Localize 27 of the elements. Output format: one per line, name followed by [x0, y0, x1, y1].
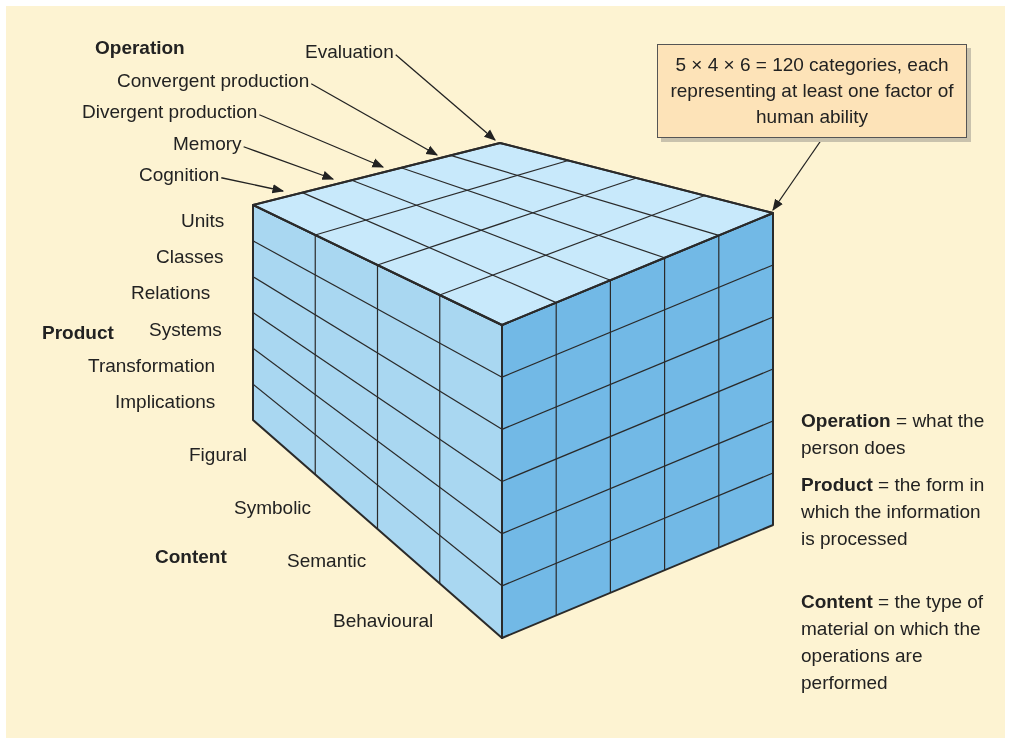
leader-line	[243, 146, 335, 180]
leader-line	[258, 114, 385, 168]
leader-line	[220, 177, 285, 194]
operation-label: Cognition	[139, 161, 220, 188]
axis-title: Content	[155, 545, 227, 569]
operation-label: Divergent production	[82, 98, 258, 125]
leader-line	[772, 139, 822, 211]
leader-line	[310, 83, 438, 156]
definition-text: Operation = what the person does	[801, 409, 986, 460]
axis-title: Operation	[95, 36, 185, 60]
definition-text: Product = the form in which the information is processed	[801, 473, 986, 551]
content-label: Semantic	[287, 549, 367, 573]
product-label: Units	[181, 209, 225, 233]
operation-label: Convergent production	[117, 67, 310, 94]
product-label: Classes	[156, 245, 224, 269]
operation-label: Memory	[173, 130, 242, 157]
product-label: Transformation	[88, 354, 216, 378]
product-label: Systems	[149, 318, 222, 342]
leader-line	[395, 54, 496, 141]
content-label: Behavioural	[333, 609, 434, 633]
axis-title: Product	[42, 321, 114, 345]
operation-label: Evaluation	[305, 38, 394, 65]
content-label: Symbolic	[234, 496, 312, 520]
definition-text: Content = the type of material on which the operations are performed	[801, 590, 985, 695]
product-label: Relations	[131, 281, 211, 305]
content-label: Figural	[189, 443, 248, 467]
product-label: Implications	[115, 390, 216, 414]
